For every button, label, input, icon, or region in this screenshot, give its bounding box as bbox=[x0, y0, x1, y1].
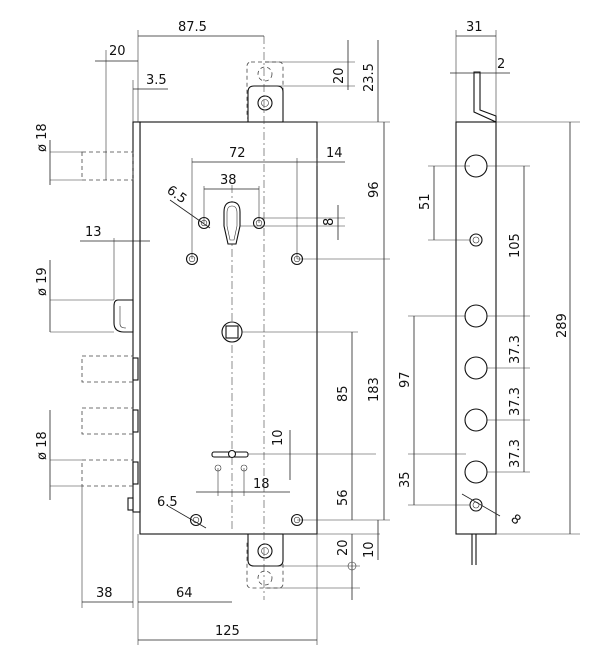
dim-125: 125 bbox=[215, 624, 240, 639]
cylinder-cutout bbox=[223, 201, 241, 245]
side-bracket-top bbox=[473, 71, 497, 123]
dim-3-5: 3.5 bbox=[146, 73, 167, 88]
dim-23-5: 23.5 bbox=[362, 63, 377, 92]
dim-96: 96 bbox=[367, 181, 382, 198]
dim-105: 105 bbox=[508, 233, 523, 258]
spindle bbox=[221, 321, 243, 343]
dim-20-tab-bottom: 20 bbox=[336, 539, 351, 556]
faceplate bbox=[132, 121, 141, 513]
dim-56: 56 bbox=[336, 489, 351, 506]
dim-14: 14 bbox=[326, 146, 343, 161]
dim-38-cyl: 38 bbox=[220, 173, 237, 188]
dim-8-side: 8 bbox=[507, 512, 523, 529]
lower-bolts bbox=[81, 355, 139, 487]
dim-51: 51 bbox=[418, 193, 433, 210]
dim-10-tab-bottom: 10 bbox=[362, 541, 377, 558]
dim-87-5: 87.5 bbox=[178, 20, 207, 35]
dim-dia-18-top: ø 18 bbox=[35, 123, 50, 152]
latch-bolt bbox=[113, 299, 134, 333]
dim-13: 13 bbox=[85, 225, 102, 240]
dim-10-key: 10 bbox=[271, 429, 286, 446]
dim-2: 2 bbox=[497, 57, 505, 72]
dim-35: 35 bbox=[398, 471, 413, 488]
dim-37-3-c: 37.3 bbox=[508, 439, 523, 468]
bottom-tab-hole bbox=[257, 543, 273, 559]
dim-dia-18-bottom: ø 18 bbox=[35, 431, 50, 460]
side-view: 31 2 289 51 105 97 37.3 37.3 37.3 bbox=[398, 20, 580, 565]
dim-72: 72 bbox=[229, 146, 246, 161]
dim-289: 289 bbox=[555, 313, 570, 338]
dim-6-5-bottom: 6.5 bbox=[157, 495, 178, 510]
dim-97: 97 bbox=[398, 371, 413, 388]
dim-18-key: 18 bbox=[253, 477, 270, 492]
dim-37-3-b: 37.3 bbox=[508, 387, 523, 416]
dim-64: 64 bbox=[176, 586, 193, 601]
dim-38-bottom: 38 bbox=[96, 586, 113, 601]
top-tab-hole bbox=[257, 95, 273, 111]
dim-8: 8 bbox=[322, 218, 337, 226]
dim-85: 85 bbox=[336, 385, 351, 402]
front-view: 87.5 20 3.5 20 23.5 ø 18 72 14 3 bbox=[35, 20, 390, 645]
dim-183: 183 bbox=[367, 377, 382, 402]
dim-20-tab: 20 bbox=[332, 67, 347, 84]
dim-37-3-a: 37.3 bbox=[508, 335, 523, 364]
dim-20-top: 20 bbox=[109, 44, 126, 59]
side-holes bbox=[464, 154, 488, 512]
top-bolt bbox=[81, 151, 134, 181]
dim-31: 31 bbox=[466, 20, 483, 35]
dim-dia-19: ø 19 bbox=[35, 267, 50, 296]
